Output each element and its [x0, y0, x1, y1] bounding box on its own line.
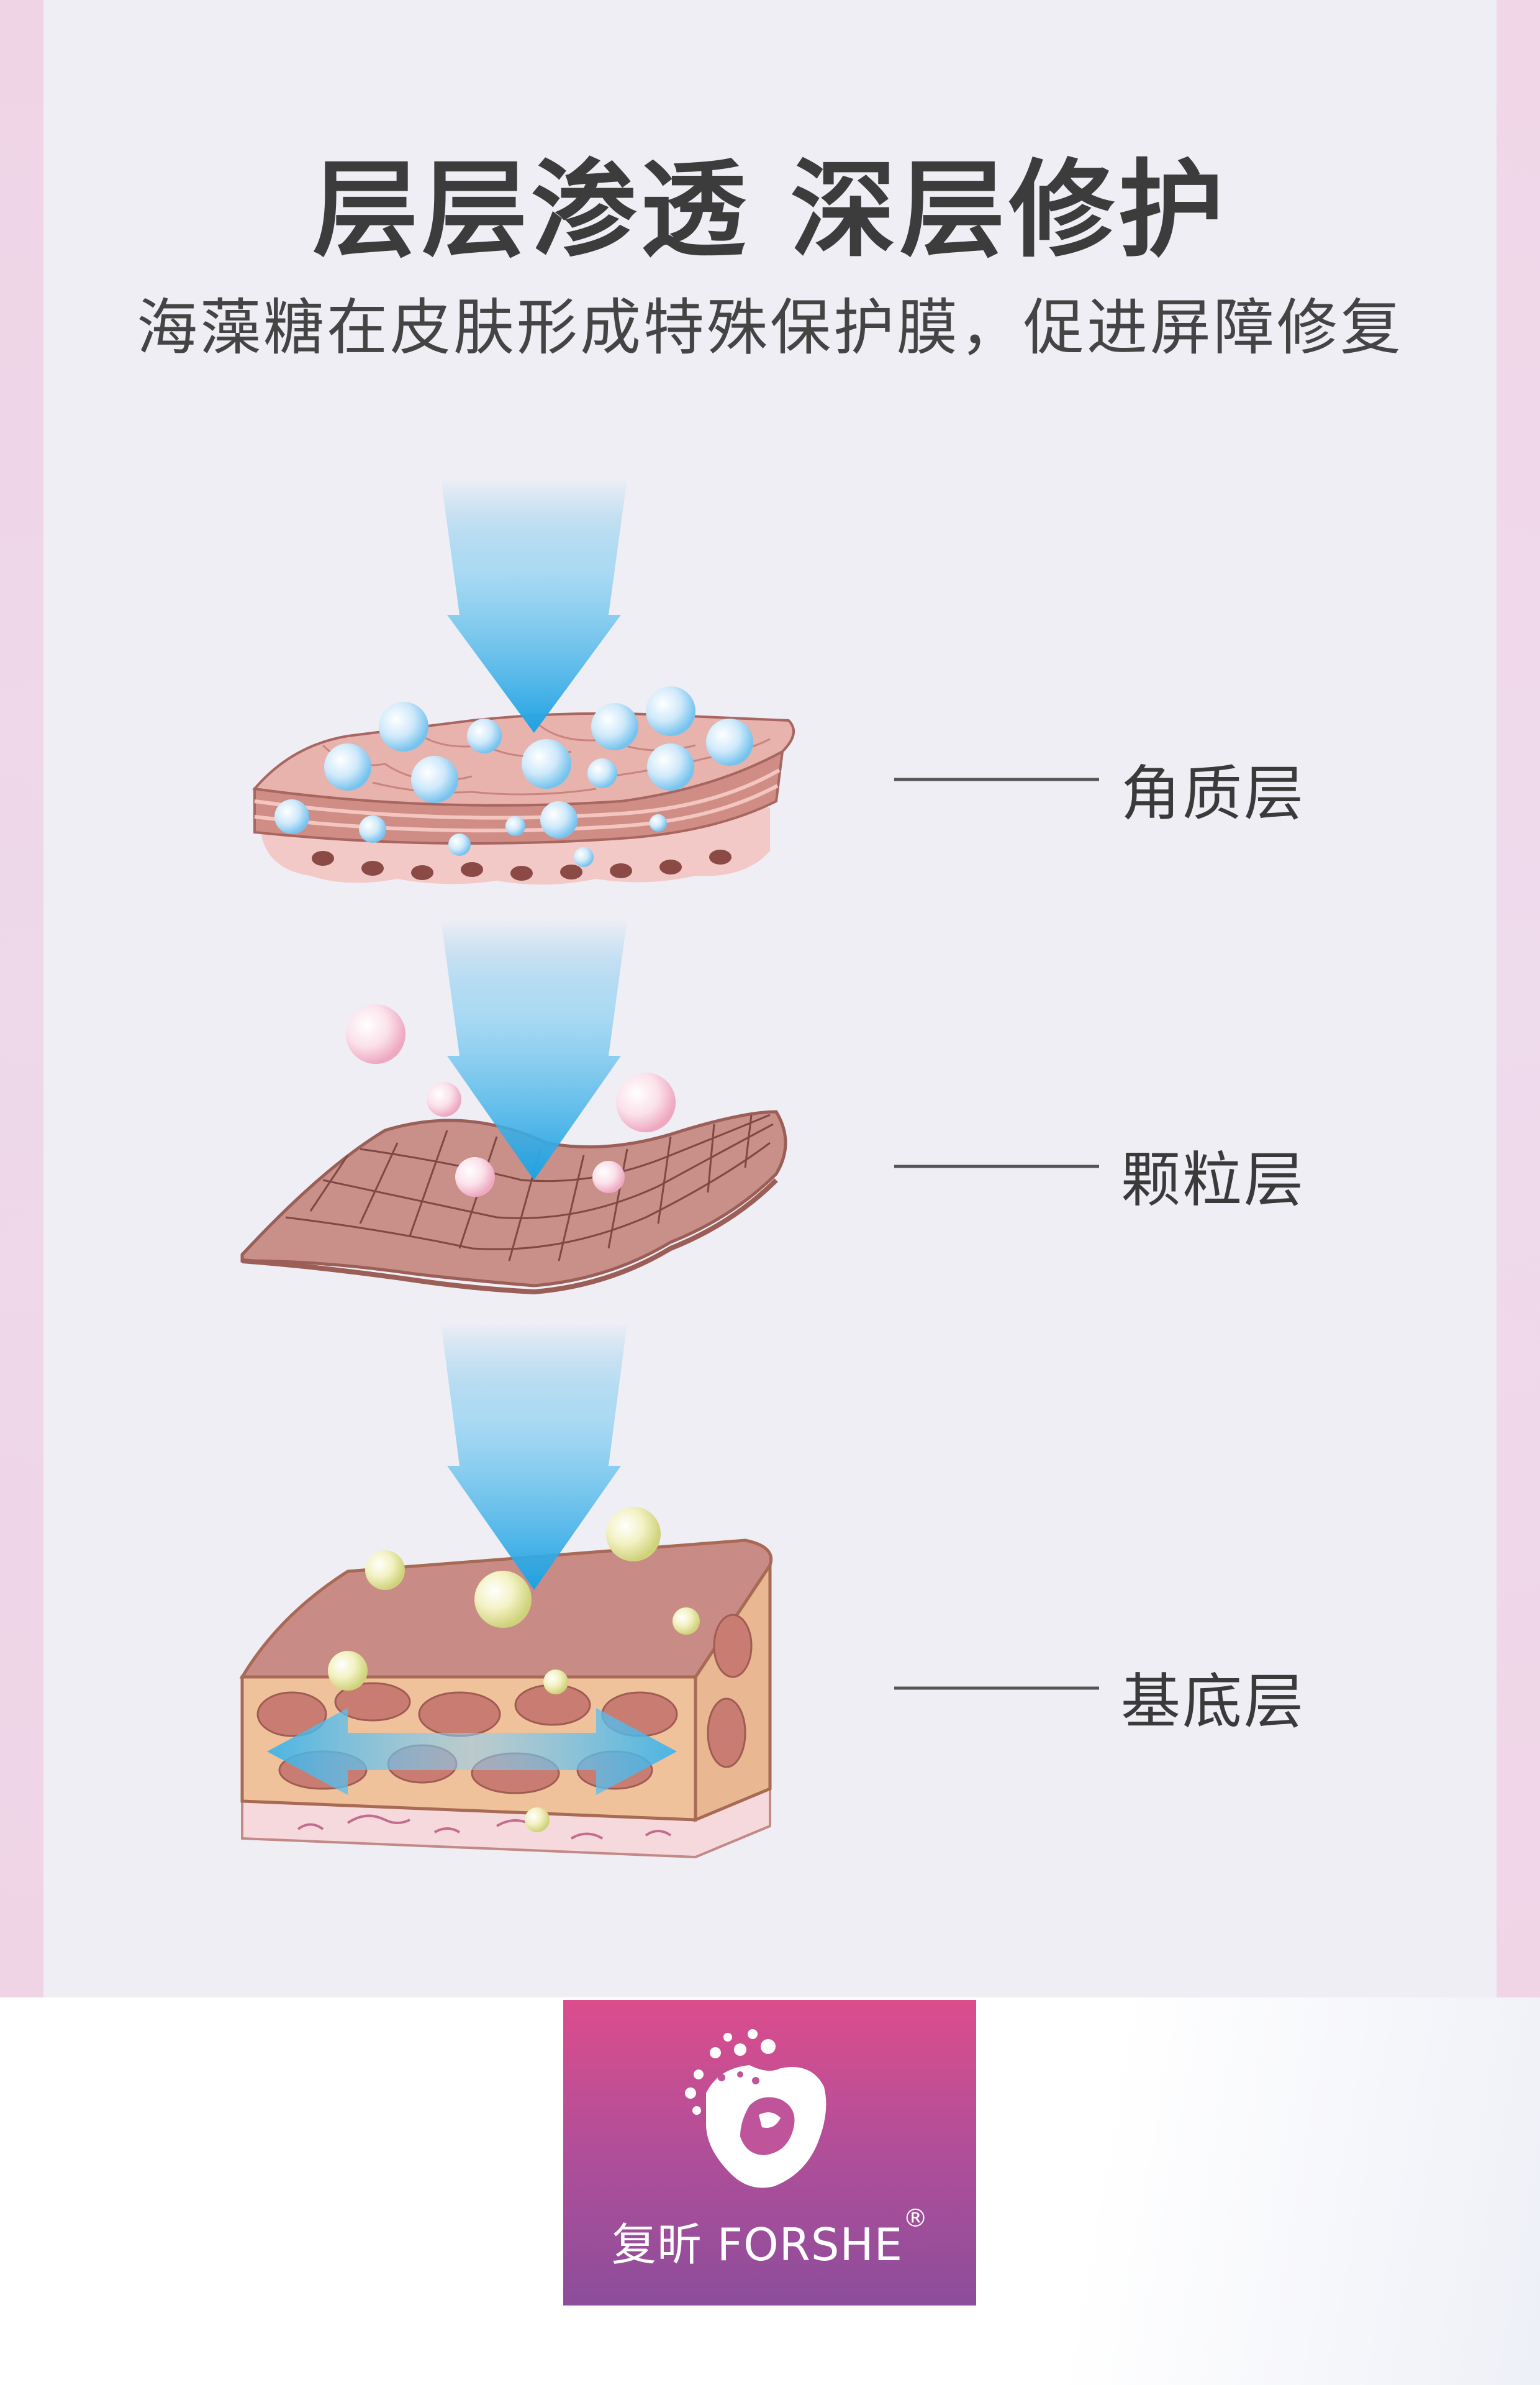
registered-mark: ®: [903, 2204, 929, 2233]
stratum-granulosum-illustration: [240, 1110, 787, 1295]
brand-name-cn: 复昕: [611, 2219, 702, 2271]
right-pink-border: [1497, 0, 1540, 1997]
brand-name: 复昕 FORSHE®: [0, 2204, 1540, 2273]
brand-mark-icon: [685, 2029, 827, 2188]
spreading-arrow: [267, 1708, 677, 1795]
page-title: 层层渗透 深层修护: [312, 149, 1228, 272]
left-pink-border: [0, 0, 43, 1997]
layer-label-granulosum: 颗粒层: [1121, 1145, 1305, 1215]
trehalose-bubbles-blue: [274, 686, 753, 867]
skin-layer-diagram: [239, 478, 1099, 1859]
brand-name-en: FORSHE: [717, 2219, 904, 2271]
layer-label-basale: 基底层: [1121, 1667, 1305, 1737]
page-subtitle: 海藻糖在皮肤形成特殊保护膜，促进屏障修复: [136, 293, 1403, 363]
trehalose-bubbles-yellow: [328, 1507, 700, 1832]
trehalose-bubbles-pink: [346, 1004, 676, 1197]
brand-logo: [563, 2000, 976, 2306]
layer-label-corneum: 角质层: [1121, 759, 1305, 829]
penetration-arrow-2: [441, 919, 627, 1180]
penetration-arrow-1: [441, 478, 627, 733]
penetration-arrow-3: [441, 1323, 627, 1590]
